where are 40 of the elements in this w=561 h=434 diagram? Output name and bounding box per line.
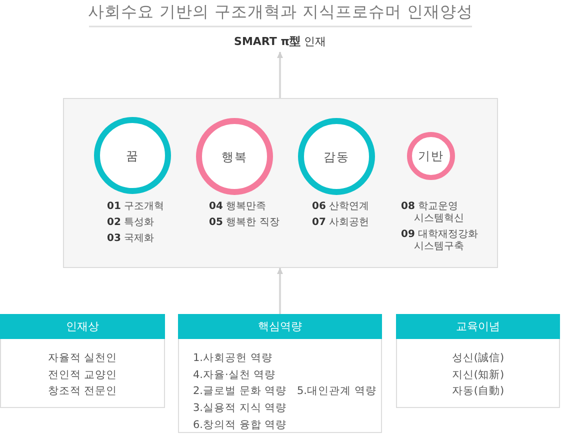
list-item: 01 구조개혁 — [107, 201, 164, 213]
list-item: 03 국제화 — [107, 233, 154, 245]
list-item: 3.실용적 지식 역량 — [193, 401, 287, 416]
list-item: 창조적 전문인 — [48, 384, 118, 398]
card-header: 핵심역량 — [178, 314, 382, 339]
panel — [63, 98, 498, 268]
info-card — [178, 314, 382, 433]
ring-node — [298, 118, 375, 195]
ring-label: 행복 — [222, 148, 248, 164]
list-item: 전인적 교양인 — [48, 368, 118, 382]
arrow — [276, 52, 284, 98]
list-item: 09 대학재정강화 시스템구축 — [401, 229, 480, 253]
ring-label: 기반 — [418, 148, 444, 164]
list-item: 2.글로벌 문화 역량 — [193, 384, 287, 398]
list-item: 자동(自動) — [452, 384, 504, 398]
info-card — [0, 314, 165, 408]
title: 사회수요 기반의 구조개혁과 지식프로슈머 인재양성 — [86, 1, 474, 23]
info-card — [396, 314, 560, 408]
list-item: 07 사회공헌 — [312, 217, 370, 229]
list-item: 02 특성화 — [107, 217, 154, 229]
ring-node — [196, 118, 273, 195]
list-item: 자율적 실천인 — [48, 351, 118, 365]
list-item: 4.자율·실천 역량 — [193, 368, 276, 382]
ring-node — [407, 132, 455, 180]
list-item: 성신(誠信) — [452, 351, 504, 365]
list-item: 06 산학연계 — [312, 201, 370, 213]
arrow — [276, 268, 284, 314]
card-header: 교육이념 — [396, 314, 560, 339]
list-item: 08 학교운영 시스템혁신 — [401, 201, 465, 225]
list-item: 5.대인관계 역량 — [297, 384, 376, 398]
list-item: 지신(知新) — [452, 368, 504, 382]
heading-text: SMART π型 인재 — [225, 32, 335, 52]
card-header: 인재상 — [0, 314, 165, 339]
list-item: 05 행복한 직장 — [209, 217, 280, 229]
ring-node — [94, 117, 171, 194]
list-item: 04 행복만족 — [209, 201, 266, 213]
list-item: 1.사회공헌 역량 — [193, 351, 272, 365]
ring-label: 꿈 — [126, 148, 139, 164]
ring-label: 감동 — [324, 148, 350, 164]
list-item: 6.창의적 융합 역량 — [193, 418, 287, 432]
